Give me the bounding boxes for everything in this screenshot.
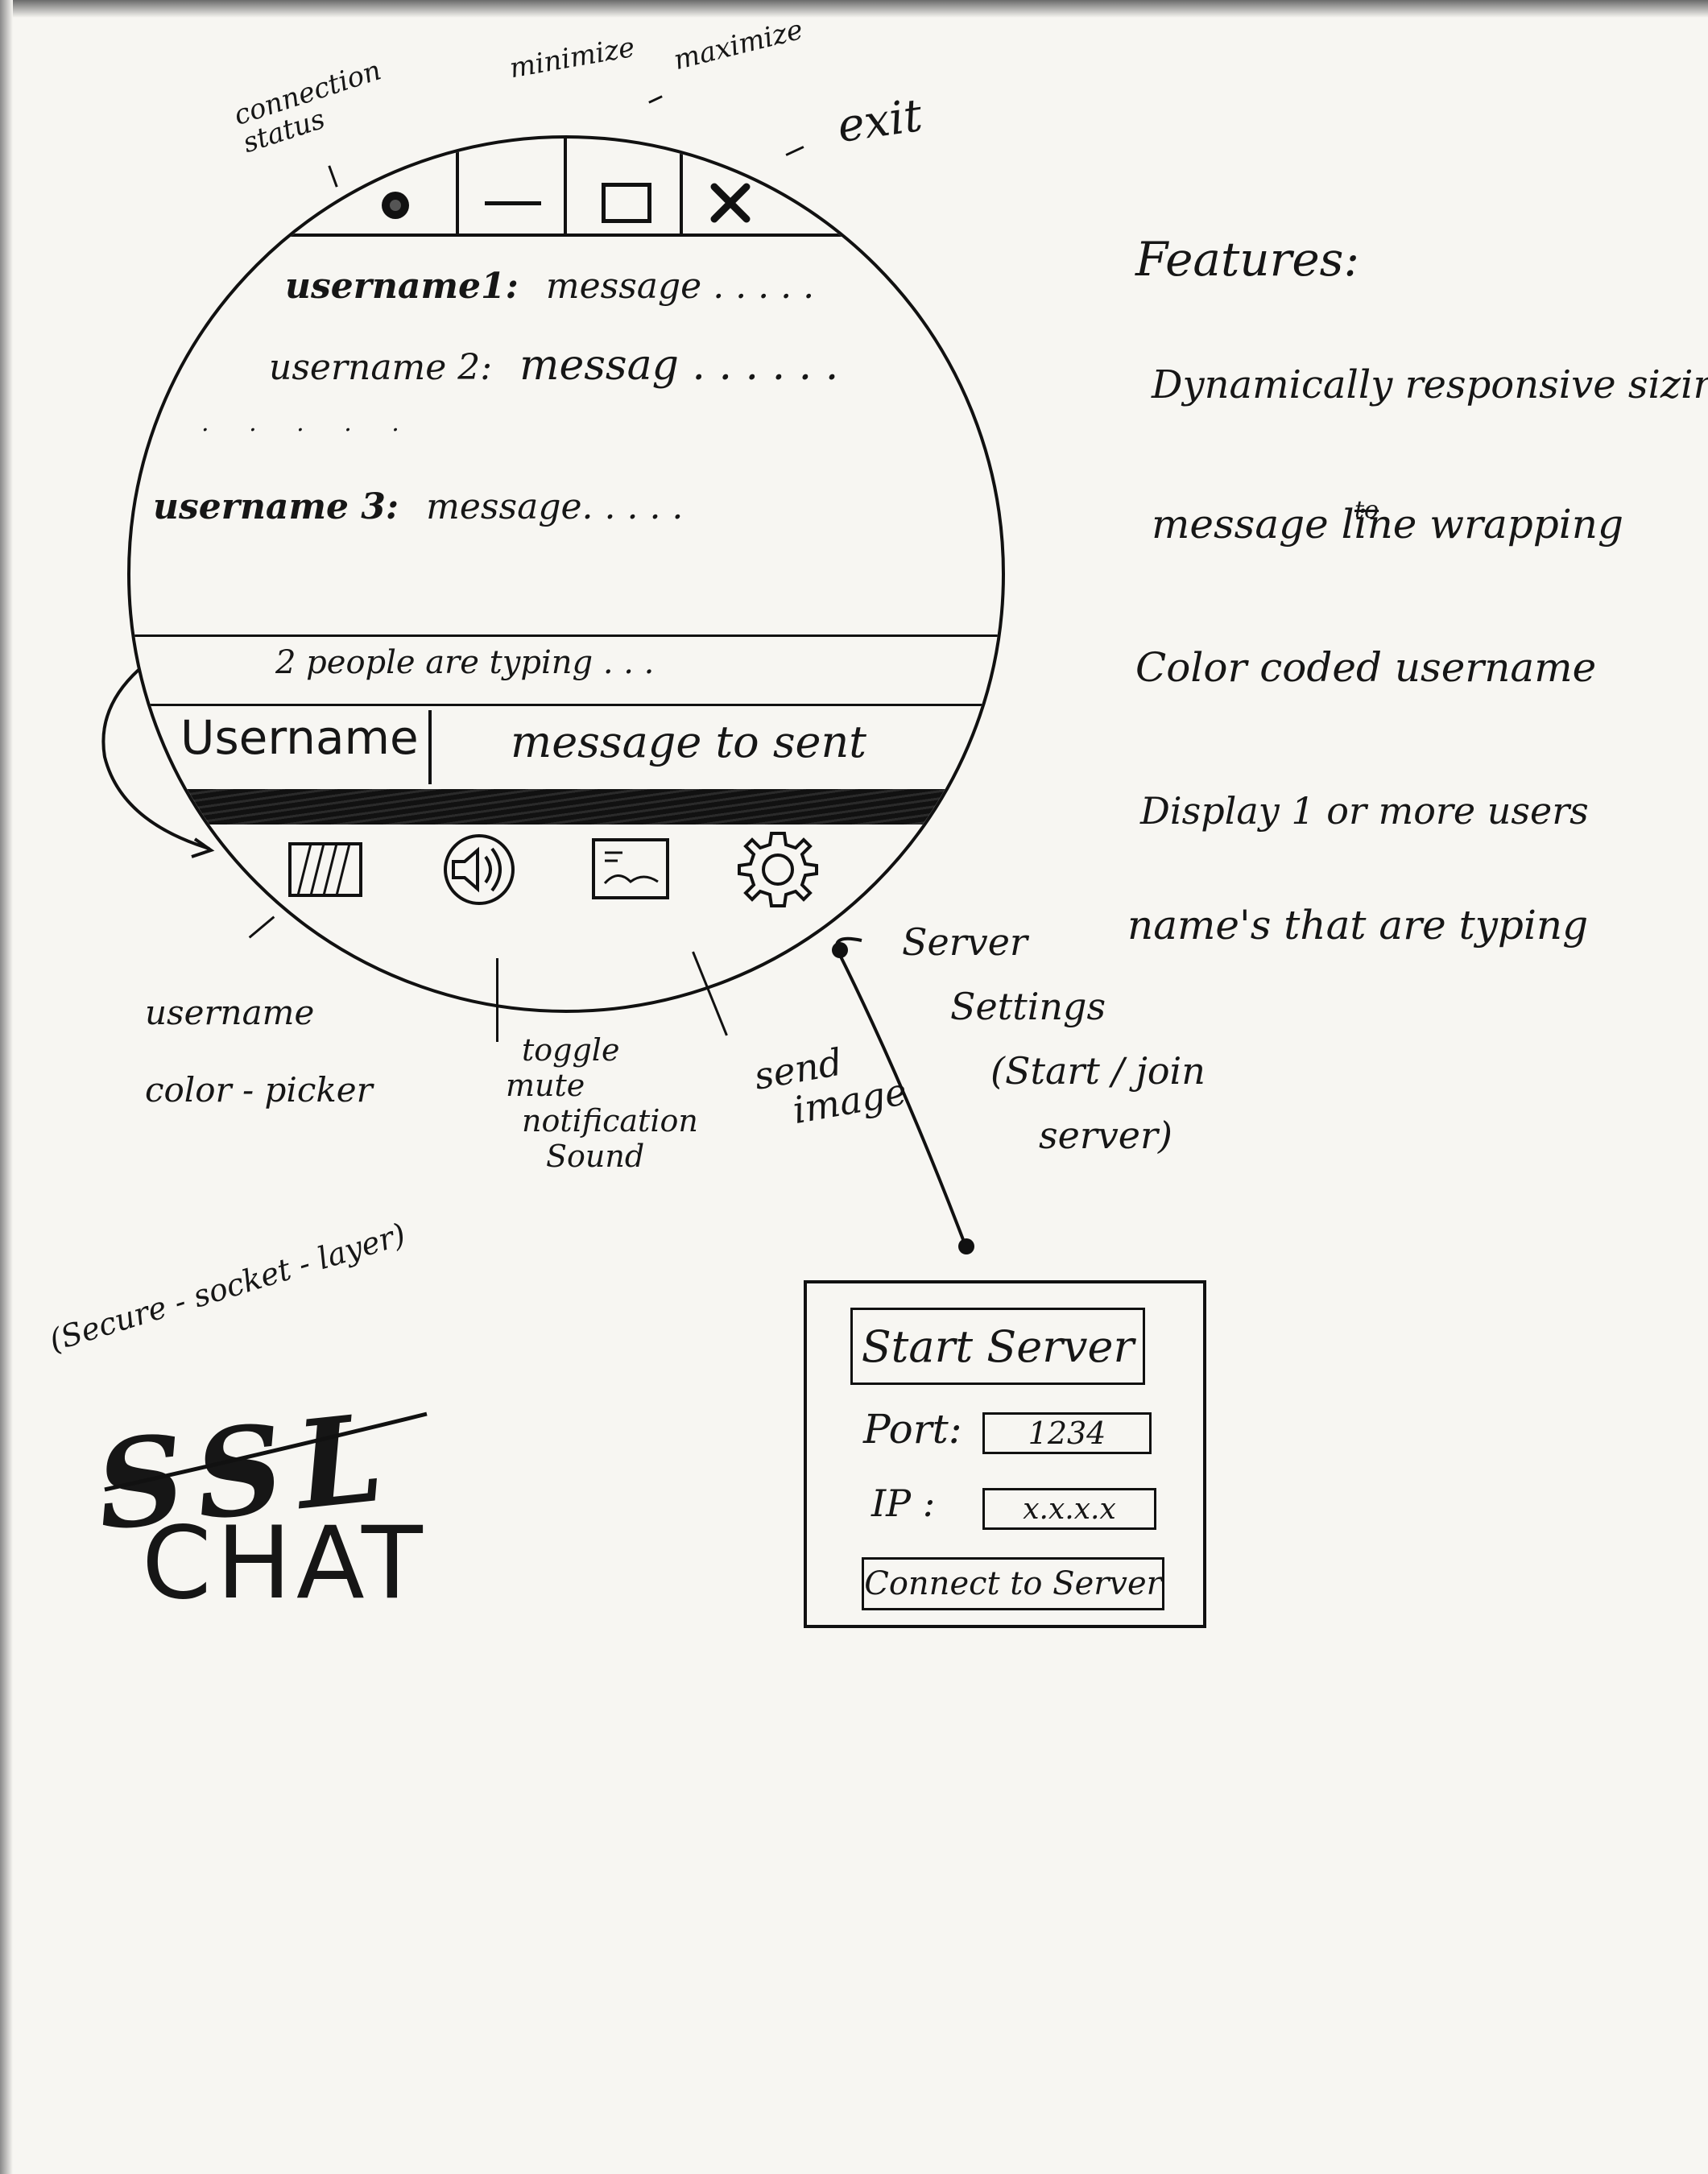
mute-pointer (496, 958, 498, 1042)
feature-item-2-struck: to (1354, 496, 1379, 524)
annotation-connection-status: connection status (230, 54, 386, 160)
color-swatch-icon (288, 842, 362, 897)
ip-label: IP : (871, 1482, 936, 1525)
paper-shadow-top (0, 0, 1708, 18)
message-row-2: username 2: messag . . . . . . (269, 341, 838, 390)
username-input[interactable]: Username (180, 710, 419, 765)
gear-icon (738, 832, 818, 907)
logo-subtitle: (Secure - socket - layer) (45, 1216, 410, 1359)
close-button[interactable] (694, 169, 767, 237)
color-picker-label-2: color - picker (145, 1070, 373, 1110)
input-separator (428, 710, 432, 784)
feature-item-4: Display 1 or more users (1140, 789, 1589, 833)
send-image-button[interactable] (588, 833, 673, 905)
speaker-icon (444, 834, 515, 905)
feature-item-2: message line wrapping to (1152, 496, 1624, 548)
ip-input[interactable]: x.x.x.x (982, 1488, 1156, 1530)
title-sep-1 (456, 138, 459, 234)
message-username: username1 (285, 266, 506, 307)
logo-strike (104, 1411, 428, 1492)
typing-indicator: 2 people are typing . . . (275, 644, 655, 681)
feature-item-5: name's that are typing (1127, 902, 1589, 949)
username-color-picker-button[interactable] (283, 836, 367, 903)
message-separator: : (505, 266, 519, 307)
message-ellipsis-row: . . . . . (201, 409, 416, 437)
message-text: message . . . . . (545, 266, 815, 307)
features-title: Features: (1135, 232, 1359, 287)
feature-item-3: Color coded username (1135, 644, 1597, 691)
paper-shadow-left (0, 0, 13, 2174)
mute-label-2: mute (506, 1068, 585, 1103)
title-sep-3 (680, 138, 683, 234)
color-picker-pointer (248, 915, 275, 939)
message-text: message. . . . . (426, 486, 684, 527)
minimize-button[interactable] (477, 171, 549, 235)
connection-status-icon (377, 187, 414, 224)
annotation-maximize: maximize (670, 13, 807, 77)
maximize-pointer (648, 95, 663, 104)
server-settings-panel: Start Server Port: 1234 IP : x.x.x.x Con… (804, 1280, 1206, 1628)
feature-item-1: Dynamically responsive sizing (1152, 362, 1708, 407)
toggle-mute-button[interactable] (435, 829, 523, 910)
port-input[interactable]: 1234 (982, 1412, 1152, 1454)
start-server-button[interactable]: Start Server (850, 1308, 1145, 1385)
port-label: Port: (863, 1406, 962, 1453)
annotation-username-color-picker: username color - picker (145, 974, 373, 1129)
mute-label-3: notification (522, 1103, 698, 1139)
typing-divider-bottom (130, 704, 1002, 706)
toolbar-divider-bar (130, 789, 1002, 825)
color-picker-label-1: username (145, 993, 315, 1032)
typing-divider-top (130, 634, 1002, 637)
annotation-server-settings: Server Settings (Start / join server) (902, 910, 1206, 1168)
server-settings-connector (832, 936, 974, 1254)
server-settings-button[interactable] (730, 825, 826, 913)
annotation-minimize: minimize (507, 31, 638, 85)
close-icon (710, 183, 751, 223)
maximize-button[interactable] (586, 171, 667, 235)
color-picker-arrow (101, 668, 215, 858)
message-text: messag . . . . . . (519, 341, 839, 390)
minimize-icon (485, 200, 541, 205)
maximize-icon (602, 183, 651, 223)
mute-label-4: Sound (546, 1139, 645, 1174)
server-settings-label-2: Settings (950, 985, 1106, 1028)
logo-chat: CHAT (142, 1506, 428, 1622)
message-row-3: username 3: message. . . . . (153, 486, 683, 527)
connect-to-server-button[interactable]: Connect to Server (862, 1557, 1164, 1610)
annotation-exit: exit (833, 89, 926, 154)
mute-label-1: toggle (522, 1032, 620, 1068)
feature-item-2-text: message line wrapping (1152, 501, 1624, 548)
chat-window-circle: username1: message . . . . . username 2: m… (127, 135, 1005, 1013)
server-settings-label-4: server) (1039, 1114, 1172, 1157)
server-settings-label-3: (Start / join (990, 1049, 1206, 1093)
message-row-1: username1: message . . . . . (285, 266, 814, 307)
message-username: username 3: (153, 486, 399, 527)
connection-status-pointer (328, 165, 338, 188)
exit-pointer (785, 146, 804, 156)
title-sep-2 (564, 138, 567, 234)
annotation-toggle-mute: toggle mute notification Sound (506, 1032, 698, 1174)
server-settings-label-1: Server (902, 920, 1028, 964)
image-icon (592, 838, 669, 899)
message-username: username 2: (269, 347, 493, 388)
title-bar-divider (130, 234, 1002, 237)
message-input[interactable]: message to sent (511, 717, 866, 767)
